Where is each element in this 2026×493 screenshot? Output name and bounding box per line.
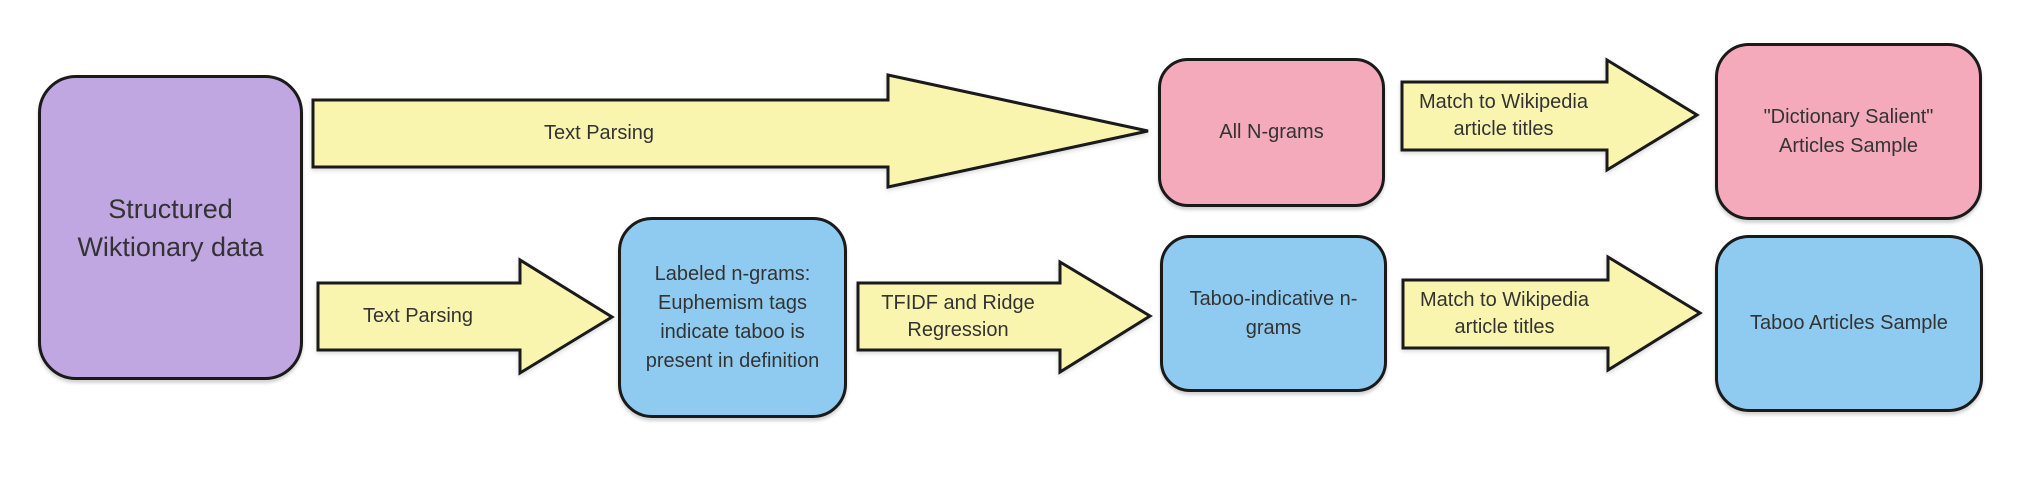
node-label: Taboo-indicative n- grams [1189,287,1358,339]
node-taboo-articles-sample: Taboo Articles Sample [1715,235,1983,412]
arrow-match-to-wikipedia-top: Match to Wikipedia article titles [1400,57,1701,174]
arrow-shape [1401,254,1703,373]
arrow-label: Match to Wikipedia article titles [1420,289,1589,338]
arrow-shape [1400,57,1700,173]
arrow-text-parsing-top: Text Parsing [310,73,1152,191]
arrow-shape [856,259,1153,375]
node-label: Labeled n-grams: Euphemism tags indicate… [645,262,820,372]
arrow-label: Text Parsing [543,122,655,144]
arrow-label: TFIDF and Ridge Regression [881,291,1035,341]
arrow-label: Match to Wikipedia article titles [1419,91,1588,140]
node-labeled-ngrams: Labeled n-grams: Euphemism tags indicate… [618,217,847,418]
node-label: All N-grams [1219,121,1324,143]
arrow-text-parsing-bottom: Text Parsing [316,257,616,376]
arrow-shape [311,73,1149,189]
node-label: Structured Wiktionary data [77,193,264,262]
node-label: "Dictionary Salient" Articles Sample [1763,105,1934,157]
arrow-label: Text Parsing [362,305,474,327]
node-all-ngrams: All N-grams [1158,58,1385,207]
arrow-match-to-wikipedia-bottom: Match to Wikipedia article titles [1401,254,1704,373]
node-dictionary-salient-articles-sample: "Dictionary Salient" Articles Sample [1715,43,1982,220]
node-structured-wiktionary-data: Structured Wiktionary data [38,75,303,380]
node-label: Taboo Articles Sample [1750,312,1948,334]
arrow-shape [316,257,615,376]
arrow-tfidf-ridge-regression: TFIDF and Ridge Regression [856,259,1154,375]
node-taboo-indicative-ngrams: Taboo-indicative n- grams [1160,235,1387,392]
